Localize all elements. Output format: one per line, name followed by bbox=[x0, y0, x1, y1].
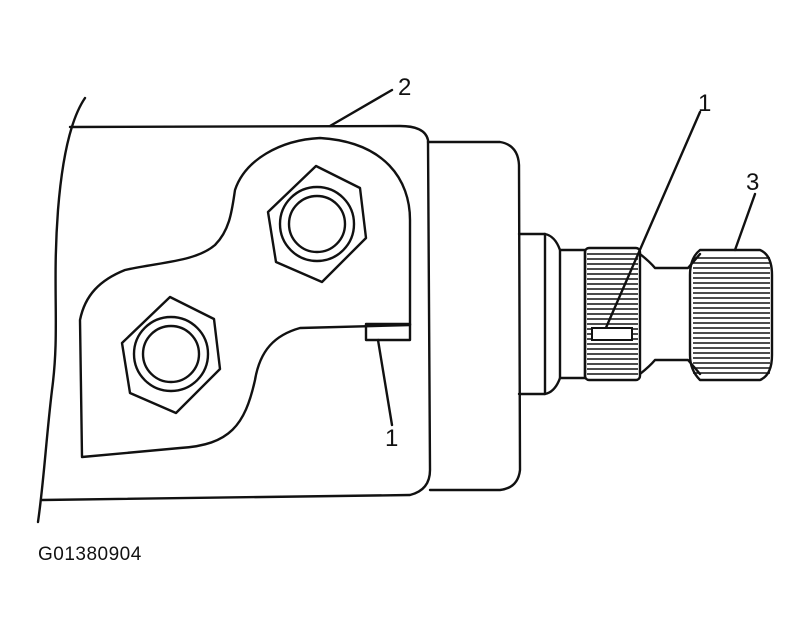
gear-housing bbox=[40, 124, 432, 502]
leader-shaft-end bbox=[733, 192, 757, 252]
callout-splined-shaft: 3 bbox=[746, 169, 759, 196]
flange-notch bbox=[364, 322, 412, 342]
input-shaft-collar bbox=[517, 232, 562, 396]
input-shaft-neck bbox=[558, 248, 587, 380]
callout-housing: 2 bbox=[398, 74, 411, 101]
break-line bbox=[36, 96, 87, 524]
housing-shoulder bbox=[426, 140, 522, 492]
shaft-notch bbox=[591, 327, 633, 341]
flange-plate bbox=[78, 136, 412, 459]
leader-housing bbox=[328, 88, 394, 128]
leader-notch-left bbox=[376, 338, 394, 427]
leader-notch-right bbox=[603, 110, 702, 332]
callout-notch-right: 1 bbox=[698, 90, 711, 117]
shaft-end-spline bbox=[688, 248, 774, 382]
spline-teeth-b bbox=[693, 257, 770, 374]
figure-id: G01380904 bbox=[38, 544, 142, 565]
lower-hex-nut bbox=[120, 295, 222, 415]
callout-notch-left: 1 bbox=[385, 425, 398, 452]
shaft-spline-section bbox=[583, 246, 642, 382]
upper-hex-nut bbox=[266, 164, 368, 284]
